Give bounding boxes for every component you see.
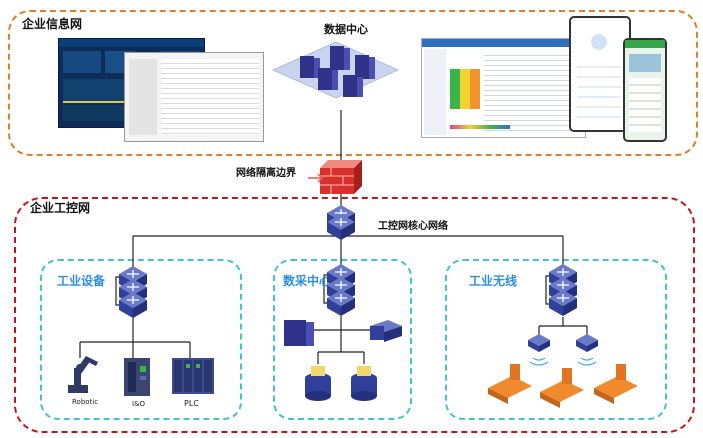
database-icon-2 [351, 366, 377, 401]
report-screen [124, 52, 264, 142]
group-wireless-label: 工业无线 [469, 274, 518, 288]
plc-icon [172, 358, 214, 394]
core-switch-label: 工控网核心网络 [378, 221, 448, 232]
robot-arm-icon [68, 356, 98, 393]
wireless-ap-icon-2 [576, 334, 598, 366]
group-equipment-label: 工业设备 [57, 274, 106, 288]
zone-bottom-title: 企业工控网 [30, 201, 91, 215]
io-module-icon [124, 358, 150, 396]
agv-robot-icon-2 [540, 368, 584, 408]
mes-software-screen [421, 38, 586, 138]
industrial-wireless-group [445, 259, 667, 420]
io-label: I&O [132, 400, 146, 408]
enterprise-info-network-zone [8, 10, 698, 156]
database-icon-1 [305, 366, 331, 401]
robotic-label: Robotic [72, 398, 99, 406]
data-acquisition-group [273, 259, 412, 420]
agv-robot-icon-3 [594, 364, 638, 404]
acquisition-server-icon [284, 320, 314, 346]
industrial-equipment-group [40, 259, 242, 420]
industrial-control-network-zone [14, 197, 695, 433]
wireless-ap-icon-1 [528, 334, 550, 366]
data-center-label: 数据中心 [324, 23, 368, 36]
network-storage-icon [370, 320, 402, 342]
agv-robot-icon-1 [488, 364, 532, 404]
tablet-screen [569, 16, 631, 132]
phone-screen [623, 38, 667, 142]
gateway-label: 网络隔离边界 [236, 168, 296, 179]
group-dacq-label: 数采中心 [283, 274, 332, 288]
zone-top-title: 企业信息网 [22, 17, 83, 31]
plc-label: PLC [184, 399, 199, 408]
